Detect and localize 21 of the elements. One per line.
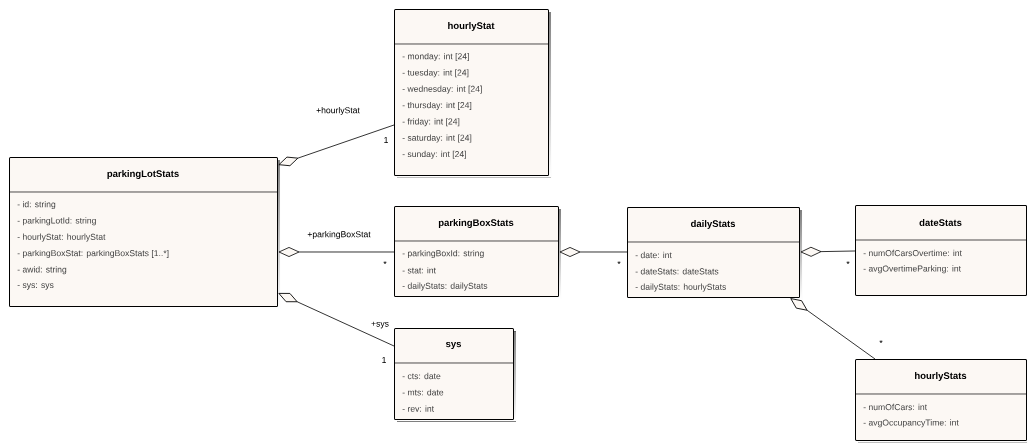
class-box: hourlyStat - monday: int [24] - tuesday: int [24] - wednesday: int [24] - thursday: int [24] - friday: int [24] - saturday: int [24] - sunday: int [24] bbox=[393, 9, 551, 178]
multiplicity-label: 1 bbox=[384, 137, 388, 143]
role-label: +parkingBoxStat bbox=[306, 230, 372, 240]
aggregation-line bbox=[278, 293, 395, 347]
class-box: parkingLotStats - id: string - parkingLotId: string - hourlyStat: hourlyStat - parkingBoxStat: parkingBoxStats [1..*] - awid: string - sys: sys bbox=[8, 157, 280, 309]
multiplicity-label: * bbox=[617, 261, 621, 265]
aggregation-line bbox=[790, 298, 876, 360]
class-box: dateStats - numOfCarsOvertime: int - avgOvertimeParking: int bbox=[854, 205, 1027, 298]
aggregation-line bbox=[278, 247, 395, 257]
aggregation-line bbox=[278, 124, 395, 167]
aggregation-line bbox=[800, 246, 856, 257]
class-box: parkingBoxStats - parkingBoxId: string - stat: int - dailyStats: dailyStats bbox=[393, 206, 561, 299]
aggregation-line bbox=[559, 247, 628, 257]
class-box: dailyStats - date: int - dateStats: dateStats - dailyStats: hourlyStats bbox=[626, 207, 802, 300]
multiplicity-label: * bbox=[879, 340, 883, 344]
class-box: sys - cts: date - mts: date - rev: int bbox=[393, 328, 516, 422]
class-box: hourlyStats - numOfCars: int - avgOccupancyTime: int bbox=[854, 359, 1027, 443]
role-label: +sys bbox=[370, 320, 390, 330]
role-label: +hourlyStat bbox=[315, 106, 361, 116]
multiplicity-label: 1 bbox=[382, 357, 386, 363]
multiplicity-label: * bbox=[383, 261, 387, 265]
